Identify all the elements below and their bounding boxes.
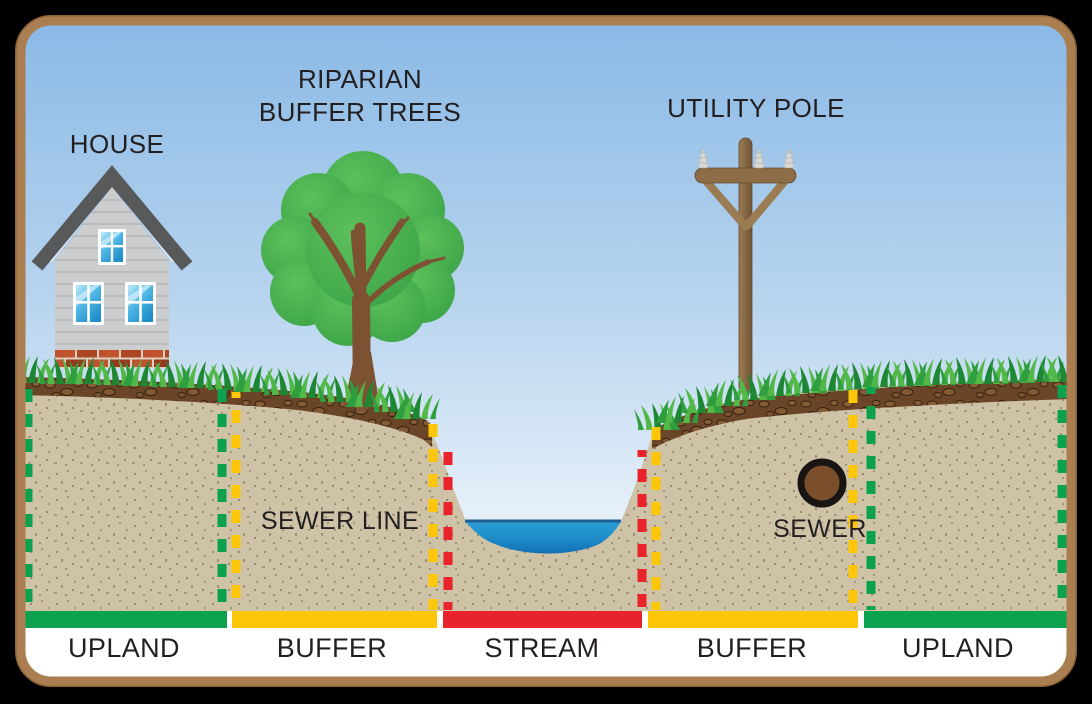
pole-insulators [697,149,795,169]
zone-bar-upland-left [25,611,227,628]
zone-bar-buffer-right [648,611,858,628]
stream-water [465,519,621,554]
zone-label-buffer-right: BUFFER [697,633,807,663]
frame-border [16,16,1076,686]
zone-label-upland-left: UPLAND [68,633,180,663]
house-window-upper [98,229,126,265]
house-label: HOUSE [70,129,164,159]
riparian-tree-illustration [261,151,464,411]
zone-label-buffer-left: BUFFER [277,633,387,663]
pole-crossarm [694,167,797,184]
sewer-label: SEWER [773,515,867,543]
zone-label-upland-right: UPLAND [902,633,1014,663]
sewer-line-label: SEWER LINE [261,507,419,535]
zone-bar-buffer-left [232,611,437,628]
zone-bar-stream [443,611,642,628]
pole-braces [703,178,788,230]
subsoil-texture [25,378,1067,611]
zone-legend: UPLAND BUFFER STREAM BUFFER UPLAND [25,611,1067,677]
riparian-buffer-trees-label-line2: BUFFER TREES [259,97,461,127]
terrain [25,378,1067,611]
house-roof [31,165,193,271]
utility-pole-label: UTILITY POLE [667,93,845,123]
utility-pole-illustration [694,137,797,395]
house-window-right [125,282,156,325]
zone-label-stream: STREAM [485,633,600,663]
riparian-buffer-trees-label-line1: RIPARIAN [298,64,422,94]
tree-canopy [261,151,464,346]
house-window-left [73,282,104,325]
zone-bar-upland-right [864,611,1067,628]
callout-labels: HOUSE RIPARIAN BUFFER TREES UTILITY POLE… [70,64,867,543]
sewer-pipe-illustration [797,458,847,508]
topsoil [25,377,1067,449]
zone-boundary-lines [25,385,1067,610]
